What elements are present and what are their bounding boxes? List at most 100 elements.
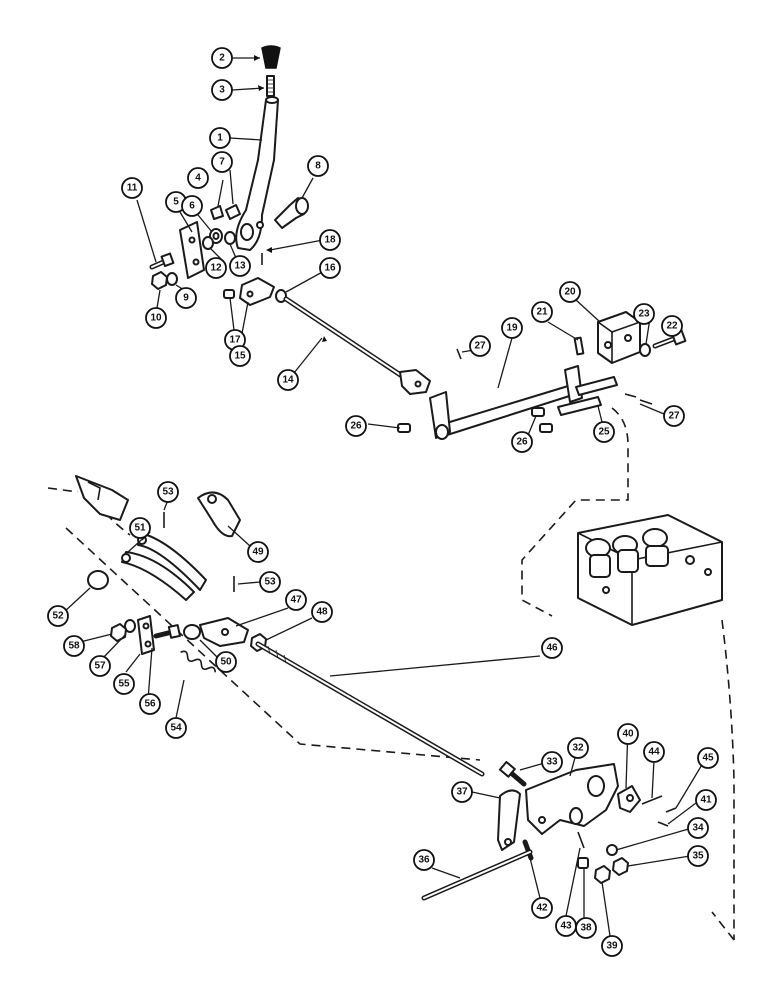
svg-text:8: 8: [315, 161, 321, 172]
svg-text:19: 19: [506, 323, 518, 334]
svg-text:51: 51: [134, 523, 146, 534]
svg-text:53: 53: [162, 487, 174, 498]
callout-8: 8: [307, 155, 329, 177]
callout-53-upper: 53: [157, 481, 179, 503]
svg-text:13: 13: [234, 261, 246, 272]
svg-text:34: 34: [692, 823, 704, 834]
svg-text:45: 45: [702, 753, 714, 764]
svg-text:27: 27: [668, 411, 680, 422]
callout-45: 45: [697, 747, 719, 769]
callout-26-left: 26: [345, 415, 367, 437]
callout-18: 18: [319, 229, 341, 251]
callout-26-right: 26: [511, 431, 533, 453]
callout-labels: 2 3 1 7 4 8 11 5 6 12 13 18 16 9 10 17 1…: [47, 47, 719, 957]
callout-6: 6: [181, 195, 203, 217]
svg-text:47: 47: [290, 595, 302, 606]
callout-43: 43: [555, 915, 577, 937]
callout-41: 41: [695, 789, 717, 811]
svg-text:26: 26: [516, 437, 528, 448]
callout-3: 3: [211, 79, 233, 101]
svg-text:6: 6: [189, 201, 195, 212]
callout-49: 49: [247, 541, 269, 563]
svg-text:9: 9: [183, 293, 189, 304]
callout-9: 9: [175, 287, 197, 309]
svg-text:32: 32: [572, 743, 584, 754]
callout-27-right: 27: [663, 405, 685, 427]
svg-text:7: 7: [219, 157, 225, 168]
svg-text:18: 18: [324, 235, 336, 246]
shift-lever: [235, 99, 279, 251]
callout-38: 38: [575, 917, 597, 939]
svg-text:44: 44: [648, 747, 660, 758]
callout-23: 23: [633, 303, 655, 325]
svg-text:21: 21: [536, 307, 548, 318]
callout-44: 44: [643, 741, 665, 763]
svg-text:33: 33: [546, 757, 558, 768]
callout-19: 19: [501, 317, 523, 339]
svg-text:15: 15: [234, 351, 246, 362]
callout-14: 14: [277, 369, 299, 391]
shift-arm: [497, 789, 521, 851]
svg-text:10: 10: [150, 313, 162, 324]
callout-54: 54: [165, 717, 187, 739]
svg-text:41: 41: [700, 795, 712, 806]
svg-text:35: 35: [692, 851, 704, 862]
callout-13: 13: [229, 255, 251, 277]
svg-text:56: 56: [144, 699, 156, 710]
valve-body: [577, 514, 723, 626]
svg-text:16: 16: [324, 263, 336, 274]
svg-text:3: 3: [219, 85, 225, 96]
callout-55: 55: [113, 673, 135, 695]
callout-16: 16: [319, 257, 341, 279]
cross-shaft-assembly: [429, 311, 687, 440]
callout-10: 10: [145, 307, 167, 329]
svg-text:57: 57: [94, 661, 106, 672]
callout-42: 42: [531, 897, 553, 919]
callout-57: 57: [89, 655, 111, 677]
callout-50: 50: [215, 651, 237, 673]
svg-text:39: 39: [606, 941, 618, 952]
callout-20: 20: [559, 281, 581, 303]
callout-27-left: 27: [469, 335, 491, 357]
callout-37: 37: [451, 781, 473, 803]
callout-7: 7: [211, 151, 233, 173]
svg-text:48: 48: [316, 607, 328, 618]
svg-text:46: 46: [546, 643, 558, 654]
lever-knob: [261, 45, 281, 69]
svg-text:40: 40: [622, 729, 634, 740]
callout-11: 11: [121, 177, 143, 199]
svg-text:58: 58: [68, 641, 80, 652]
lower-linkage-assembly: [75, 475, 485, 777]
svg-text:43: 43: [560, 921, 572, 932]
callout-46: 46: [541, 637, 563, 659]
shift-lever-assembly: [149, 45, 431, 433]
svg-text:50: 50: [220, 657, 232, 668]
svg-text:36: 36: [418, 855, 430, 866]
callout-22: 22: [661, 315, 683, 337]
svg-text:11: 11: [127, 183, 138, 194]
callout-39: 39: [601, 935, 623, 957]
bell-crank: [197, 491, 241, 538]
callout-25: 25: [593, 421, 615, 443]
svg-text:37: 37: [456, 787, 468, 798]
shift-bracket: [525, 763, 619, 835]
callout-21: 21: [531, 301, 553, 323]
callout-51: 51: [129, 517, 151, 539]
lever-stud: [266, 75, 275, 97]
svg-text:55: 55: [118, 679, 130, 690]
svg-text:14: 14: [282, 375, 294, 386]
svg-text:5: 5: [173, 197, 179, 208]
svg-text:49: 49: [252, 547, 264, 558]
svg-text:22: 22: [666, 321, 678, 332]
mount-plate: [179, 221, 205, 279]
callout-58: 58: [63, 635, 85, 657]
svg-text:54: 54: [170, 723, 182, 734]
rod-clevis: [239, 277, 275, 306]
callout-33: 33: [541, 751, 563, 773]
callout-2: 2: [211, 47, 233, 69]
svg-text:4: 4: [195, 173, 201, 184]
shaft-block: [597, 311, 641, 364]
svg-text:52: 52: [52, 611, 64, 622]
return-spring: [180, 650, 217, 673]
